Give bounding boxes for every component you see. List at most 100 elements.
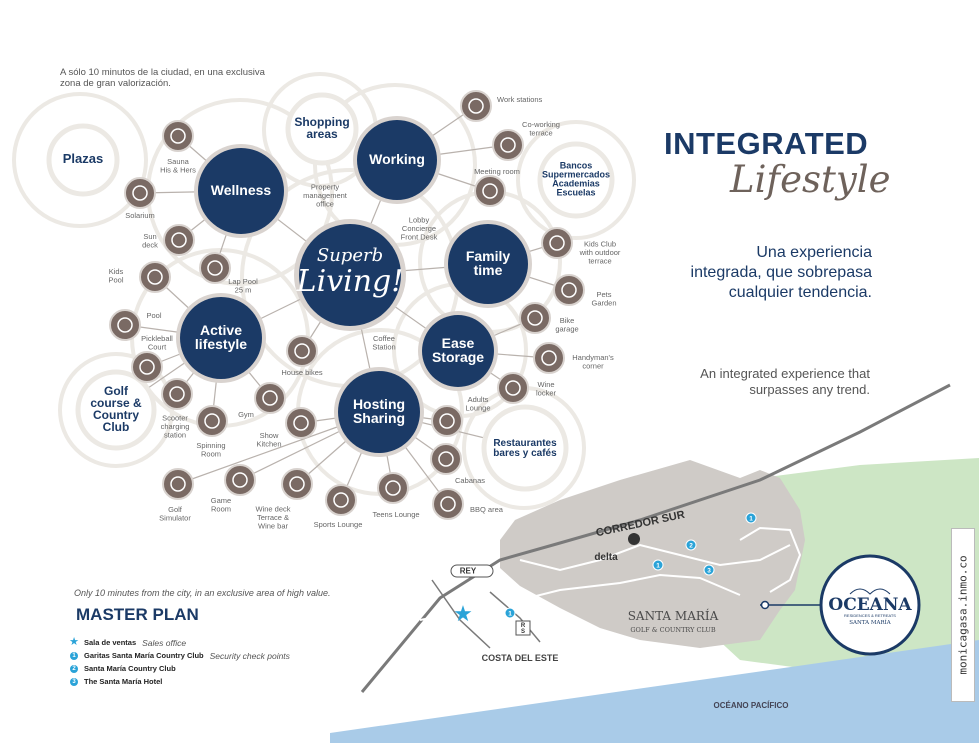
rey-label: REY: [460, 567, 477, 576]
hub-hosting: [338, 371, 420, 453]
amenity-meeting-label: Meeting room: [474, 167, 520, 176]
marker-dot-icon: 1: [70, 651, 78, 660]
icon-glyph: [527, 310, 543, 326]
oceana-logo-subtext: RESIDENCES & RETREATS: [844, 613, 896, 618]
center-line2: Living!: [296, 264, 404, 299]
master-plan-caption: Only 10 minutes from the city, in an exc…: [74, 588, 331, 598]
bubble-golf: [75, 369, 157, 451]
icon-glyph: [132, 185, 148, 201]
decorative-ring: [516, 120, 636, 240]
amenity-cabanas-label: Cabanas: [455, 476, 485, 485]
bikes-icon: [286, 335, 318, 367]
amenity-gym-label: Gym: [238, 410, 254, 419]
amenity-pool-label: Pool: [146, 311, 161, 320]
icon-glyph: [333, 492, 349, 508]
ocean-area: [330, 640, 979, 743]
map-marker-dot: [703, 564, 715, 576]
paddle-icon: [131, 351, 163, 383]
tagline: A sólo 10 minutos de la ciudad, en una e…: [60, 67, 265, 89]
icon-glyph: [170, 476, 186, 492]
cat-icon: [553, 274, 585, 306]
icon-glyph: [147, 269, 163, 285]
amenity-workstations-label: Work stations: [497, 95, 543, 104]
hub-family: [448, 224, 528, 304]
oceana-pointer-dot: [760, 600, 770, 610]
icon-glyph: [482, 183, 498, 199]
marker-dot-icon: 3: [70, 677, 78, 686]
map-marker-number: 1: [656, 563, 660, 570]
amenity-sports-label: Sports Lounge: [314, 520, 363, 529]
grill-icon: [432, 488, 464, 520]
amenity-bbq-label: BBQ area: [470, 505, 504, 514]
icon-glyph: [232, 472, 248, 488]
tv-icon: [325, 484, 357, 516]
wave-icon: [849, 588, 891, 595]
decorative-ring: [58, 352, 174, 468]
internal-road: [419, 573, 741, 621]
icon-glyph: [541, 350, 557, 366]
workstation-icon: [460, 90, 492, 122]
kitchen-icon: [285, 407, 317, 439]
icon-glyph: [440, 496, 456, 512]
master-plan-title: MASTER PLAN: [76, 605, 199, 624]
hub-ease: [422, 315, 494, 387]
decorative-ring: [12, 92, 148, 228]
watermark: monicagasa.inmo.co: [951, 528, 975, 702]
local-road: [489, 591, 541, 643]
hub-active: [180, 297, 262, 379]
legend-row-sales-office: ★ Sala de ventas Sales office: [68, 636, 290, 649]
icon-glyph: [139, 359, 155, 375]
icon-glyph: [294, 343, 310, 359]
hub-wellness-label: Wellness: [211, 182, 272, 198]
cyclist-icon: [196, 405, 228, 437]
tools-icon: [533, 342, 565, 374]
kids-pool-icon: [139, 261, 171, 293]
oceana-logo-place: SANTA MARÍA: [849, 619, 892, 626]
wine-locker-icon: [497, 372, 529, 404]
experience-english: An integrated experience that surpasses …: [700, 366, 870, 397]
center-line1: Superb: [317, 245, 383, 266]
map-marker-dot: [685, 539, 697, 551]
scooter-icon: [161, 378, 193, 410]
fuel-icon: [628, 533, 640, 545]
icon-glyph: [293, 415, 309, 431]
pool-icon: [109, 309, 141, 341]
icon-glyph: [385, 480, 401, 496]
bicycle-icon: [541, 227, 573, 259]
garage-icon: [519, 302, 551, 334]
map-marker-dot: [652, 559, 664, 571]
icon-glyph: [505, 380, 521, 396]
legend-label: The Santa María Hotel: [84, 677, 163, 686]
map-marker-number: 1: [749, 516, 753, 523]
sunglasses-icon: [124, 177, 156, 209]
icon-glyph: [170, 128, 186, 144]
map-marker-number: 3: [707, 568, 711, 575]
handshake-icon: [492, 129, 524, 161]
amenity-housebikes-label: House bikes: [281, 368, 323, 377]
legend-row-hotel: 3 The Santa María Hotel: [68, 675, 290, 688]
costa-del-este-label: COSTA DEL ESTE: [482, 653, 559, 663]
santa-maria-area: [500, 460, 805, 648]
corredor-sur-road: [360, 383, 951, 693]
amenity-solarium-label: Solarium: [125, 211, 155, 220]
hub-working-label: Working: [369, 151, 425, 167]
teens-icon: [377, 472, 409, 504]
oceano-label: OCÉANO PACÍFICO: [714, 701, 789, 710]
icon-glyph: [438, 451, 454, 467]
icon-glyph: [439, 413, 455, 429]
